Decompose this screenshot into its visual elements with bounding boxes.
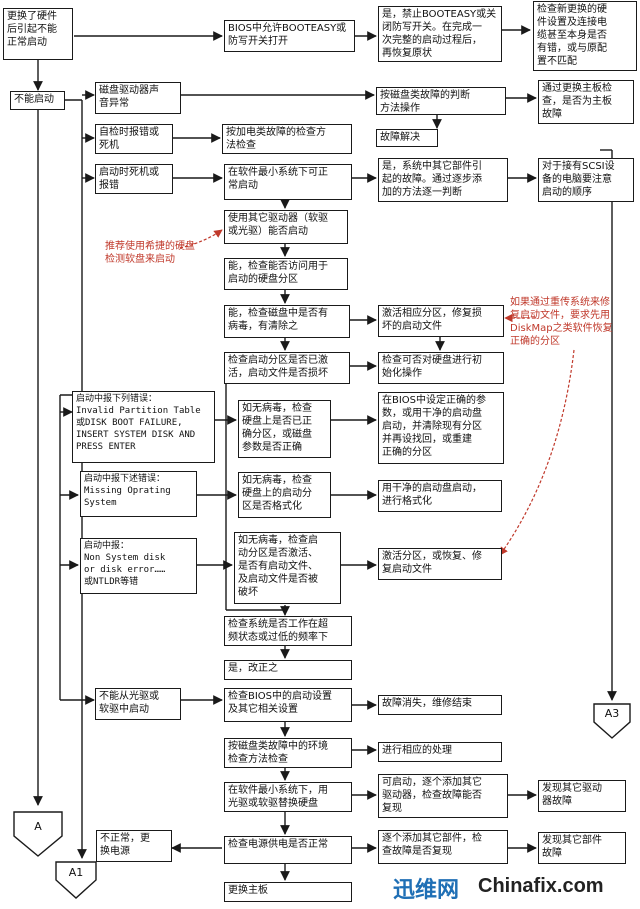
node-find-other-drive: 发现其它驱动 器故障 bbox=[538, 780, 626, 812]
node-scsi-order: 对于接有SCSI设 备的电脑要注意 启动的顺序 bbox=[538, 158, 634, 202]
annotation-arrows bbox=[179, 229, 575, 556]
node-replace-board: 更换主板 bbox=[224, 882, 352, 902]
node-check-partition: 检查启动分区是否已激 活，启动文件是否损坏 bbox=[224, 352, 350, 384]
node-bios-set-params: 在BIOS中设定正确的参 数，或用干净的启动盘 启动，并清除现有分区 并再设找回… bbox=[378, 392, 504, 464]
node-add-each-part: 逐个添加其它部件，检 查故障是否复现 bbox=[378, 830, 508, 864]
node-disk-noise: 磁盘驱动器声 音异常 bbox=[95, 82, 181, 114]
node-self-test-error: 自检时报错或 死机 bbox=[95, 124, 173, 154]
node-activate-fix-files: 激活分区，或恢复、修 复启动文件 bbox=[378, 548, 502, 580]
connector-A3-shape bbox=[593, 703, 631, 739]
node-yes-fix: 是，改正之 bbox=[224, 660, 352, 680]
node-no-virus-active: 如无病毒，检查启 动分区是否激活、 是否有启动文件、 及启动文件是否被 破坏 bbox=[234, 532, 341, 604]
node-check-init: 检查可否对硬盘进行初 始化操作 bbox=[378, 352, 504, 384]
annotation-diskmap: 如果通过重传系统来修 复启动文件，要求先用 DiskMap之类软件恢复 正确的分… bbox=[510, 297, 613, 347]
node-boot-crash: 启动时死机或 报错 bbox=[95, 164, 173, 194]
node-mainboard-check: 通过更换主板检 查，是否为主板 故障 bbox=[538, 80, 634, 124]
node-can-boot-add: 可启动，逐个添加其它 驱动器，检查故障能否 复现 bbox=[378, 774, 508, 818]
node-cannot-boot-cd: 不能从光驱或 软驱中启动 bbox=[95, 688, 181, 720]
connector-A1-shape bbox=[55, 861, 97, 899]
node-other-drive: 使用其它驱动器（软驱 或光驱）能否启动 bbox=[224, 210, 348, 244]
node-find-other-part: 发现其它部件 故障 bbox=[538, 832, 626, 864]
node-min-system: 在软件最小系统下可正 常启动 bbox=[224, 164, 352, 200]
node-abnormal-power: 不正常，更 换电源 bbox=[96, 830, 172, 862]
node-can-access: 能，检查能否访问用于 启动的硬盘分区 bbox=[224, 258, 348, 290]
node-check-power: 检查电源供电是否正常 bbox=[224, 836, 352, 864]
node-cannot-boot: 不能启动 bbox=[10, 91, 65, 110]
node-disk-env-check: 按磁盘类故障中的环境 检查方法检查 bbox=[224, 738, 352, 768]
node-yes-other-part: 是，系统中其它部件引 起的故障。通过逐步添 加的方法逐一判断 bbox=[378, 158, 508, 202]
node-fault-gone: 故障消失，维修结束 bbox=[378, 695, 502, 715]
connector-A1-label: A1 bbox=[68, 866, 84, 879]
node-check-new-hw: 检查新更换的硬 件设置及连接电 缆甚至本身是否 有错，或与原配 置不匹配 bbox=[533, 1, 637, 71]
node-min-system-replace: 在软件最小系统下，用 光驱或软驱替换硬盘 bbox=[224, 782, 352, 812]
annotation-seagate-disk: 推荐使用希捷的硬盘 检测软盘来启动 bbox=[105, 241, 195, 265]
connector-A3-label: A3 bbox=[604, 707, 620, 720]
node-fault-solved: 故障解决 bbox=[376, 129, 438, 147]
node-clean-boot-format: 用干净的启动盘启动， 进行格式化 bbox=[378, 480, 502, 512]
node-check-bios-boot: 检查BIOS中的启动设置 及其它相关设置 bbox=[224, 688, 352, 722]
node-no-virus-format: 如无病毒，检查 硬盘上的启动分 区是否格式化 bbox=[238, 472, 331, 518]
node-virus-check: 能，检查磁盘中是否有 病毒，有清除之 bbox=[224, 305, 350, 338]
node-check-overclock: 检查系统是否工作在超 频状态或过低的频率下 bbox=[224, 616, 352, 646]
node-handle: 进行相应的处理 bbox=[378, 742, 502, 762]
watermark-xunwei: 迅维网 bbox=[393, 877, 460, 902]
node-power-method: 按加电类故障的检查方 法检查 bbox=[222, 124, 352, 154]
node-no-virus-partition: 如无病毒，检查 硬盘上是否已正 确分区，或磁盘 参数是否正确 bbox=[238, 400, 331, 458]
connector-A-label: A bbox=[34, 820, 42, 833]
node-hardware-changed: 更换了硬件 后引起不能 正常启动 bbox=[3, 8, 73, 60]
node-disk-method: 按磁盘类故障的判断 方法操作 bbox=[376, 87, 506, 115]
node-error-non-system: 启动中报： Non System disk or disk error…… 或N… bbox=[80, 538, 197, 594]
node-bios-allow: BIOS中允许BOOTEASY或 防写开关打开 bbox=[224, 20, 355, 52]
connector-A-shape bbox=[13, 811, 63, 857]
node-error-missing-os: 启动中报下述错误： Missing Oprating System bbox=[80, 471, 197, 517]
watermark-chinafix: Chinafix.com bbox=[478, 875, 604, 897]
node-activate-partition: 激活相应分区，修复损 坏的启动文件 bbox=[378, 305, 504, 337]
node-yes-forbid: 是，禁止BOOTEASY或关 闭防写开关。在完成一 次完整的启动过程后， 再恢复… bbox=[378, 6, 502, 62]
node-error-partition-table: 启动中报下列错误： Invalid Partition Table 或DISK … bbox=[72, 391, 215, 463]
